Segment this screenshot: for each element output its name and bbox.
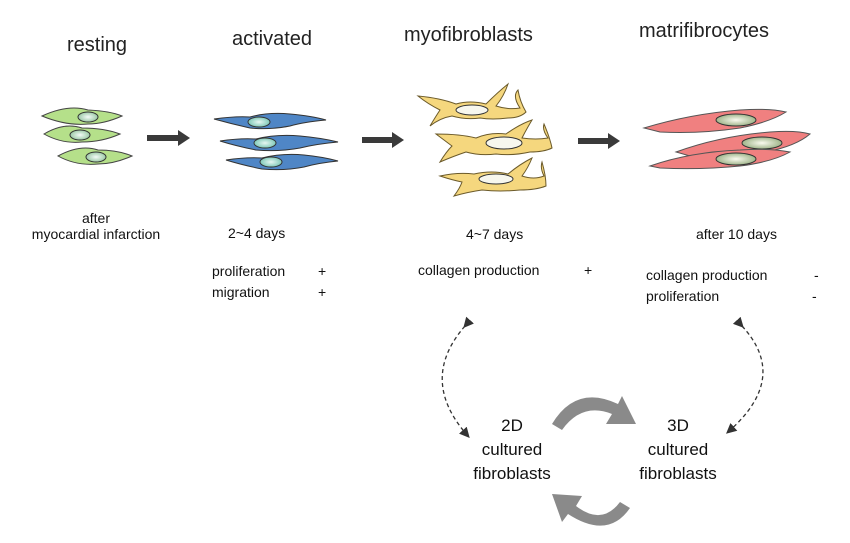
myofibroblast-cells bbox=[416, 82, 553, 197]
property-label: proliferation bbox=[212, 263, 286, 279]
property-sign: + bbox=[318, 284, 327, 300]
culture-3d-line3: fibroblasts bbox=[639, 464, 717, 483]
property-label: collagen production bbox=[646, 267, 768, 283]
stage-title-myofibroblasts: myofibroblasts bbox=[404, 24, 533, 46]
property-row: collagen production - bbox=[646, 267, 826, 285]
timing-myofibroblasts: 4~7 days bbox=[466, 226, 524, 242]
property-row: collagen production + bbox=[418, 262, 598, 280]
property-row: migration + bbox=[212, 284, 332, 302]
resting-cells bbox=[40, 107, 134, 165]
dashed-double-arrow-icon bbox=[441, 316, 764, 438]
property-sign: - bbox=[812, 288, 817, 304]
property-label: proliferation bbox=[646, 288, 720, 304]
stage-title-resting: resting bbox=[67, 34, 128, 56]
stage-title-activated: activated bbox=[232, 28, 313, 50]
culture-2d-line2: cultured bbox=[481, 440, 543, 459]
timing-resting-line2: myocardial infarction bbox=[31, 226, 161, 242]
property-sign: + bbox=[584, 262, 593, 278]
property-sign: + bbox=[318, 263, 327, 279]
stage-arrow-icon bbox=[147, 130, 620, 149]
property-row: proliferation + bbox=[212, 263, 332, 281]
timing-resting: after myocardial infarction bbox=[14, 210, 178, 242]
stage-title-matrifibrocytes: matrifibrocytes bbox=[639, 20, 770, 42]
timing-matrifibrocytes: after 10 days bbox=[696, 226, 777, 242]
curved-cycle-arrow-icon bbox=[552, 396, 636, 526]
culture-2d-line3: fibroblasts bbox=[473, 464, 551, 483]
timing-resting-line1: after bbox=[81, 210, 110, 226]
property-row: proliferation - bbox=[646, 288, 826, 306]
activated-cells bbox=[213, 112, 339, 171]
culture-2d-line1: 2D bbox=[501, 416, 523, 435]
property-label: collagen production bbox=[418, 262, 540, 278]
culture-3d-label: 3D cultured fibroblasts bbox=[628, 414, 728, 486]
property-sign: - bbox=[814, 267, 819, 283]
culture-3d-line1: 3D bbox=[667, 416, 689, 435]
culture-3d-line2: cultured bbox=[647, 440, 709, 459]
matrifibrocyte-cells bbox=[642, 108, 812, 170]
timing-activated: 2~4 days bbox=[228, 225, 286, 241]
culture-2d-label: 2D cultured fibroblasts bbox=[462, 414, 562, 486]
property-label: migration bbox=[212, 284, 270, 300]
